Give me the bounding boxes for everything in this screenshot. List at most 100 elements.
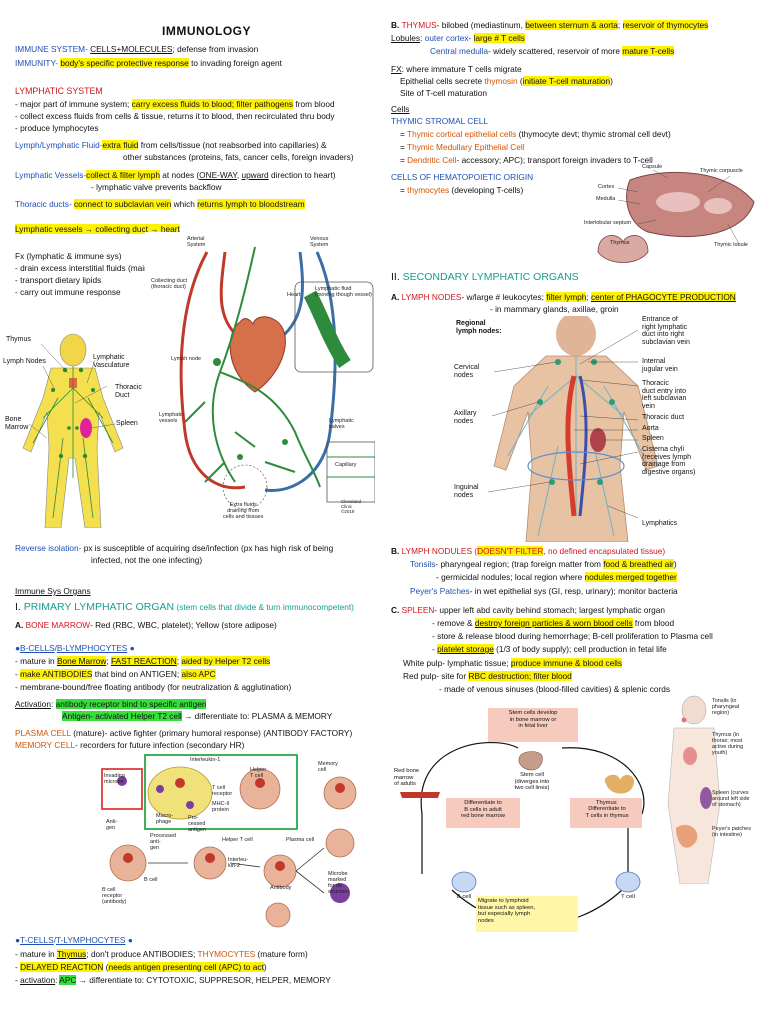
cells-heading: Cells: [391, 104, 410, 114]
fx-thymus-line: FX: where immature T cells migrate: [391, 64, 522, 74]
secondary-organs-heading: II. SECONDARY LYMPHATIC ORGANS: [391, 271, 579, 283]
label-cisterna-chyli: Cisterna chyli (receives lymph drainage …: [642, 446, 696, 477]
label-macrophage: Macro- phage: [156, 813, 174, 826]
label-helper-t-cell: Helper T cell: [250, 767, 267, 780]
lymph-nodules-line: B. LYMPH NODULES (DOESN'T FILTER, no def…: [391, 546, 666, 556]
reverse-isolation-line: Reverse isolation- px is susceptible of …: [15, 543, 334, 553]
regional-lymph-nodes-figure: Regional lymph nodes: Cervical nodes Axi…: [448, 316, 768, 542]
spleen-line-1: - remove & destroy foreign particles & w…: [432, 618, 675, 628]
label-lymphatic-fluid: Lymphatic fluid (moving though vessel): [315, 286, 372, 299]
fx-line-2: - transport dietary lipids: [15, 275, 102, 285]
label-b-cell-receptor: B cell receptor (antibody): [102, 887, 127, 906]
label-thymus: Thymus: [6, 336, 31, 343]
immunity-line: IMMUNITY- body's specific protective res…: [15, 58, 282, 68]
lymphatic-body-figure: Thymus Lymph Nodes Lymphatic Vasculature…: [3, 328, 145, 528]
label-plasma-cell: Plasma cell: [286, 837, 315, 843]
thoracic-line: Thoracic ducts- connect to subclavian ve…: [15, 199, 305, 209]
tcells-line-2: - DELAYED REACTION (needs antigen presen…: [15, 962, 267, 972]
lymph-fluid-line-2: other substances (proteins, fats, cancer…: [123, 152, 354, 162]
box-diff-t: Differentiate to T cells in thymus: [585, 806, 629, 819]
immune-system-line: IMMUNE SYSTEM- CELLS+MOLECULES; defense …: [15, 44, 259, 54]
reverse-isolation-line-2: infected, not the one infecting): [91, 555, 203, 565]
label-cortex: Cortex: [598, 184, 615, 190]
label-t-cell-receptor: T cell receptor: [212, 785, 233, 798]
label-thoracic-duct: Thoracic Duct: [115, 384, 142, 399]
label-spleen-side: Spleen (curves around left side of stoma…: [712, 790, 750, 809]
lymph-circulation-figure: Arterial System Venous System Collecting…: [145, 232, 375, 530]
label-cervical: Cervical nodes: [454, 364, 480, 379]
lymph-vessels-line-2: - lymphatic valve prevents backflow: [91, 182, 222, 192]
label-thymus-small: Thymus: [610, 240, 630, 246]
label-capillary: Capillary: [335, 462, 357, 468]
medulla-line: Central medulla- widely scattered, reser…: [430, 46, 675, 56]
ls-line-3: - produce lymphocytes: [15, 123, 99, 133]
label-medulla: Medulla: [596, 196, 616, 202]
label-memory-cell: Memory cell: [318, 761, 338, 774]
tonsils-line: Tonsils- pharyngeal region; (trap foreig…: [410, 559, 677, 569]
box-stem-develop: Stem cells develop in bone marrow or in …: [508, 710, 558, 730]
spleen-line-2: - store & release blood during hemorrhag…: [432, 631, 713, 641]
label-mhc-ii: MHC-II protein: [212, 801, 230, 814]
lymphatic-system-heading: LYMPHATIC SYSTEM: [15, 86, 103, 96]
label-interleukin-2: Interleu- kin-2: [228, 857, 249, 870]
hematopoietic-heading: CELLS OF HEMATOPOIETIC ORIGIN: [391, 172, 534, 182]
thymic-stromal-heading: THYMIC STROMAL CELL: [391, 116, 488, 126]
thymus-line: B. THYMUS- bilobed (mediastinum, between…: [391, 20, 709, 30]
bcells-line-2: - make ANTIBODIES that bind on ANTIGEN; …: [15, 669, 216, 679]
label-capsule: Capsule: [642, 164, 663, 170]
lymphocyte-development-figure: Stem cells develop in bone marrow or in …: [392, 704, 660, 944]
ls-line-1: - major part of immune system; carry exc…: [15, 99, 335, 109]
tcells-line-3: - activation: APC → differentiate to: CY…: [15, 975, 331, 985]
label-arterial: Arterial System: [187, 236, 206, 249]
fx-line-1: - drain excess interstitial fluids (main…: [15, 263, 206, 273]
label-spleen: Spleen: [116, 420, 138, 427]
lymph-nodes-line: A. LYMPH NODES- w/large # leukocytes; fi…: [391, 292, 736, 302]
label-thoracic-entry: Thoracic duct entry into left subclavian…: [642, 380, 687, 411]
red-pulp-line: Red pulp- site for RBC destruction; filt…: [403, 671, 572, 681]
label-lymphatic-vessels: Lymphatic vessels: [159, 412, 184, 425]
label-cleveland-clinic: Cleveland Clinic ©2019: [341, 499, 362, 514]
label-lymph-nodes: Lymph Nodes: [3, 358, 46, 365]
label-antigen: Anti- gen: [106, 819, 118, 832]
lymph-fluid-line: Lymph/Lymphatic Fluid-extra fluid from c…: [15, 140, 327, 150]
label-inguinal: Inguinal nodes: [454, 484, 479, 499]
flow-line: Lymphatic vessels → collecting duct → he…: [15, 224, 180, 235]
label-stem-cell: Stem cell (diverges into two cell lines): [514, 772, 550, 792]
lymph-nodes-line-2: - in mammary glands, axillae, groin: [490, 304, 619, 314]
label-thymic-corpuscle: Thymic corpuscle: [700, 168, 743, 174]
thymus-figure: Capsule Thymic corpuscle Cortex Medulla …: [578, 162, 766, 270]
label-entrance-right-duct: Entrance of right lymphatic duct into ri…: [642, 316, 690, 347]
label-interlobular-septum: Interlobular septum: [584, 220, 632, 226]
fx-thymus-line-3: Site of T-cell maturation: [400, 88, 488, 98]
bcells-line-3: - membrane-bound/free floating antibody …: [15, 682, 292, 692]
hematopoietic-line: = thymocytes (developing T-cells): [400, 185, 524, 195]
label-regional-nodes: Regional lymph nodes:: [456, 320, 502, 335]
lymph-vessels-line: Lymphatic Vessels-collect & filter lymph…: [15, 170, 336, 180]
bcells-heading: ●B-CELLS/B-LYMPHOCYTES ●: [15, 643, 135, 653]
stromal-line-1: = Thymic cortical epithelial cells (thym…: [400, 129, 671, 139]
primary-organ-heading: I. PRIMARY LYMPHATIC ORGAN (stem cells t…: [15, 601, 354, 613]
activation-line: Activation: antibody receptor bind to sp…: [15, 699, 207, 709]
stromal-line-3: = Dendritic Cell- accessory; APC); trans…: [400, 155, 653, 165]
plasma-cell-line: PLASMA CELL (mature)- active fighter (pr…: [15, 728, 353, 738]
fx-line-3: - carry out immune response: [15, 287, 121, 297]
label-collecting-duct: Collecting duct (thoracic duct): [151, 278, 188, 291]
spleen-line: C. SPLEEN- upper left abd cavity behind …: [391, 605, 665, 615]
label-antibody: Antibody: [270, 885, 292, 891]
label-lymphatic-valves: Lymphatic valves: [329, 418, 354, 431]
immune-response-figure: Invading microbe Interleukin-1 Helper T …: [100, 753, 368, 931]
fx-heading: Fx (lymphatic & immune sys): [15, 251, 122, 261]
lobules-line: Lobules: outer cortex- large # T cells: [391, 33, 525, 43]
label-spleen-right: Spleen: [642, 435, 664, 442]
label-heart: Heart: [287, 292, 301, 298]
label-presented-antigen: Pro- cessed antigen: [188, 815, 207, 834]
white-pulp-line: White pulp- lymphatic tissue; produce im…: [403, 658, 623, 668]
label-red-bone-marrow: Red bone marrow of adults: [394, 768, 420, 788]
label-lymph-node: Lymph node: [171, 356, 202, 362]
label-extra-fluids: Extra fluids draining from cells and tis…: [223, 502, 264, 521]
label-b-cell: B cell: [144, 877, 158, 883]
memory-cell-line: MEMORY CELL- recorders for future infect…: [15, 740, 245, 750]
immune-organs-heading: Immune Sys Organs: [15, 586, 91, 596]
box-diff-b: Differentiate to B cells in adult red bo…: [461, 800, 505, 820]
box-migrate: Migrate to lymphoid tissue such as splee…: [478, 898, 536, 924]
